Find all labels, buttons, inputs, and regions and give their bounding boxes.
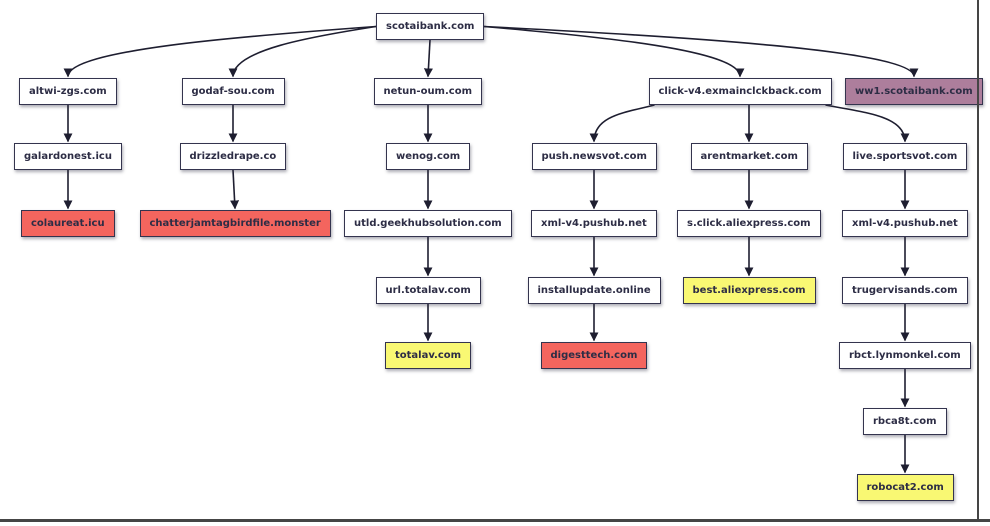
edge-click-v4--push-newsvot	[589, 104, 655, 143]
edge-scotaibank--ww1-scotaibank	[483, 25, 919, 78]
node-chatterjam: chatterjamtagbirdfile.monster	[139, 210, 331, 237]
node-ww1-scotaibank: ww1.scotaibank.com	[845, 78, 983, 105]
edge-scotaibank--click-v4	[483, 25, 745, 78]
node-godaf-sou: godaf-sou.com	[181, 78, 285, 105]
edge-scotaibank--netun-oum	[423, 39, 433, 78]
node-best-ali: best.aliexpress.com	[682, 277, 816, 304]
node-rbca8t: rbca8t.com	[863, 408, 947, 435]
node-push-newsvot: push.newsvot.com	[531, 143, 657, 170]
node-digesttech: digesttech.com	[540, 342, 648, 369]
node-click-v4: click-v4.exmainclckback.com	[648, 78, 832, 105]
node-s-click-ali: s.click.aliexpress.com	[677, 210, 821, 237]
node-xml-pushub-2: xml-v4.pushub.net	[842, 210, 968, 237]
node-scotaibank: scotaibank.com	[376, 13, 485, 40]
window-border-bottom	[0, 519, 990, 522]
node-colaureat: colaureat.icu	[21, 210, 115, 237]
node-live-sportsvot: live.sportsvot.com	[842, 143, 968, 170]
node-altwi-zgs: altwi-zgs.com	[19, 78, 117, 105]
node-installupdate: installupdate.online	[527, 277, 661, 304]
node-rbct-lynmonkel: rbct.lynmonkel.com	[839, 342, 971, 369]
node-trugervisands: trugervisands.com	[842, 277, 968, 304]
edge-scotaibank--altwi-zgs	[63, 25, 377, 78]
node-robocat2: robocat2.com	[856, 474, 954, 501]
node-wenog: wenog.com	[386, 143, 471, 170]
edge-click-v4--live-sportsvot	[825, 104, 910, 143]
node-drizzledrape: drizzledrape.co	[179, 143, 287, 170]
node-totalav: totalav.com	[385, 342, 472, 369]
edge-drizzledrape--chatterjam	[230, 169, 240, 210]
node-utld-geekhub: utld.geekhubsolution.com	[344, 210, 512, 237]
node-galardonest: galardonest.icu	[14, 143, 122, 170]
node-url-totalav: url.totalav.com	[375, 277, 481, 304]
node-xml-pushub-1: xml-v4.pushub.net	[531, 210, 657, 237]
window-border-right	[977, 0, 979, 520]
edge-scotaibank--godaf-sou	[228, 25, 377, 78]
node-arentmarket: arentmarket.com	[690, 143, 808, 170]
node-netun-oum: netun-oum.com	[373, 78, 482, 105]
